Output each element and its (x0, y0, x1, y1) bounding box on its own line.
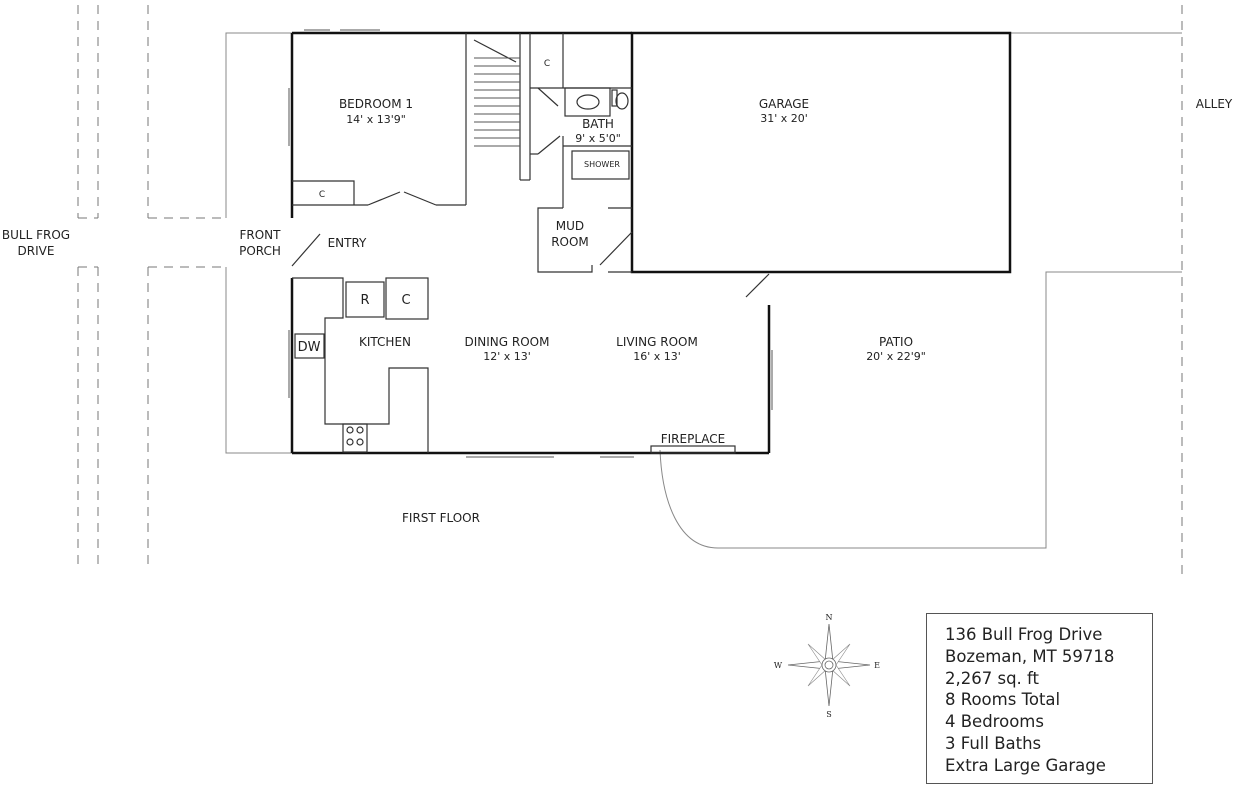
info-city: Bozeman, MT 59718 (945, 646, 1115, 666)
mud-room-label-2: ROOM (551, 235, 589, 249)
bull-frog-drive-label-2: DRIVE (18, 244, 55, 258)
living-room-name: LIVING ROOM (616, 335, 698, 349)
dishwasher-label: DW (298, 340, 321, 355)
patio-name: PATIO (879, 335, 913, 349)
kitchen-name: KITCHEN (359, 335, 411, 349)
stair-closet-label: C (544, 59, 550, 69)
info-bedrooms: 4 Bedrooms (945, 712, 1044, 732)
front-porch-label-1: FRONT (240, 228, 282, 242)
info-address: 136 Bull Frog Drive (945, 625, 1103, 644)
compass-east: E (874, 661, 880, 670)
bedroom1-name: BEDROOM 1 (339, 97, 413, 111)
info-garage: Extra Large Garage (945, 755, 1106, 775)
garage-name: GARAGE (759, 97, 809, 111)
bath-size: 9' x 5'0" (575, 132, 621, 145)
mud-room-label-1: MUD (556, 219, 584, 233)
refrigerator-label: R (360, 293, 369, 308)
stair-treads (474, 57, 520, 147)
info-rooms: 8 Rooms Total (945, 690, 1061, 710)
compass-rose-icon (787, 623, 871, 707)
alley-label: ALLEY (1196, 97, 1233, 111)
entry-label: ENTRY (328, 236, 367, 250)
lot-lines (225, 32, 1182, 549)
bath-name: BATH (582, 117, 614, 131)
fireplace-label: FIREPLACE (661, 432, 726, 446)
bull-frog-drive-label-1: BULL FROG (2, 228, 70, 242)
exterior-walls (290, 31, 1012, 455)
compass-west: W (774, 661, 783, 670)
compass-north: N (826, 613, 833, 622)
dining-room-name: DINING ROOM (465, 335, 550, 349)
info-baths: 3 Full Baths (945, 733, 1042, 753)
front-porch-label-2: PORCH (239, 244, 281, 258)
first-floor-label: FIRST FLOOR (402, 511, 480, 525)
garage-size: 31' x 20' (760, 112, 808, 125)
living-room-size: 16' x 13' (633, 350, 681, 363)
property-info-box: 136 Bull Frog Drive Bozeman, MT 59718 2,… (926, 613, 1153, 784)
bedroom1-size: 14' x 13'9" (346, 113, 406, 126)
bedroom-closet-label: C (319, 190, 325, 200)
windows (288, 29, 773, 458)
patio-size: 20' x 22'9" (866, 350, 926, 363)
bull-frog-drive-lines (77, 5, 1183, 580)
compass-south: S (826, 710, 831, 719)
info-sqft: 2,267 sq. ft (945, 668, 1040, 688)
cabinet-label: C (401, 293, 410, 308)
shower-label: SHOWER (584, 160, 620, 169)
dining-room-size: 12' x 13' (483, 350, 531, 363)
